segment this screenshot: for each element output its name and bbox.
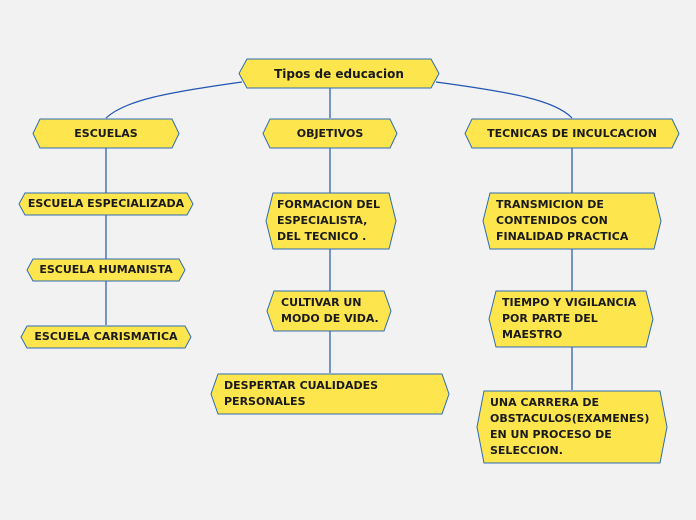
node-cultivar[interactable]: CULTIVAR UN MODO DE VIDA. [266,290,392,332]
node-objetivos-label: OBJETIVOS [296,126,364,140]
node-root-label: Tipos de educacion [274,66,404,81]
node-escuela-humanista[interactable]: ESCUELA HUMANISTA [26,258,186,282]
node-transmicion-label: TRANSMICION DE CONTENIDOS CON FINALIDAD … [496,198,629,243]
node-root[interactable]: Tipos de educacion [238,58,440,89]
node-escuela-carismatica[interactable]: ESCUELA CARISMATICA [20,325,192,349]
node-carrera[interactable]: UNA CARRERA DE OBSTACULOS(EXAMENES) EN U… [476,390,668,464]
node-tecnicas[interactable]: TECNICAS DE INCULCACION [464,118,680,149]
node-objetivos[interactable]: OBJETIVOS [262,118,398,149]
node-escuela-especializada[interactable]: ESCUELA ESPECIALIZADA [18,192,194,216]
node-carrera-label: UNA CARRERA DE OBSTACULOS(EXAMENES) EN U… [490,396,650,457]
node-tiempo[interactable]: TIEMPO Y VIGILANCIA POR PARTE DEL MAESTR… [488,290,654,348]
node-escuela-humanista-label: ESCUELA HUMANISTA [39,263,173,276]
node-transmicion[interactable]: TRANSMICION DE CONTENIDOS CON FINALIDAD … [482,192,662,250]
node-despertar[interactable]: DESPERTAR CUALIDADES PERSONALES [210,373,450,415]
node-escuelas-label: ESCUELAS [74,126,138,140]
node-tecnicas-label: TECNICAS DE INCULCACION [487,126,657,140]
node-tiempo-label: TIEMPO Y VIGILANCIA POR PARTE DEL MAESTR… [502,296,637,341]
link-root-escuelas [105,81,243,119]
node-escuela-carismatica-label: ESCUELA CARISMATICA [34,330,178,343]
node-formacion[interactable]: FORMACION DEL ESPECIALISTA, DEL TECNICO … [265,192,397,250]
node-escuelas[interactable]: ESCUELAS [32,118,180,149]
node-escuela-especializada-label: ESCUELA ESPECIALIZADA [27,197,185,210]
node-formacion-label: FORMACION DEL ESPECIALISTA, DEL TECNICO … [277,198,381,243]
node-despertar-label: DESPERTAR CUALIDADES PERSONALES [224,379,379,408]
link-root-tecnicas [435,81,573,119]
node-cultivar-label: CULTIVAR UN MODO DE VIDA. [281,296,379,325]
